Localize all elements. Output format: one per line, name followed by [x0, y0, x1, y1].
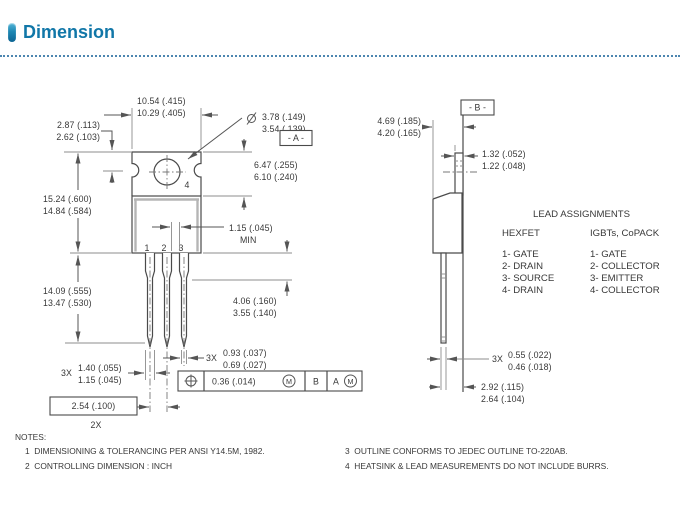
dim-hole-dia-line2: 3.54 (.139) [262, 124, 306, 134]
side-lead [440, 252, 447, 344]
dim-pitch-value: 2.54 (.100) [72, 401, 116, 411]
pin-2-label: 2 [162, 243, 167, 253]
dim-hole-offset-line1: 2.87 (.113) [57, 120, 100, 130]
note-3: 3 OUTLINE CONFORMS TO JEDEC OUTLINE TO-2… [345, 446, 568, 456]
diameter-symbol-icon [246, 112, 257, 125]
front-dim-hole-offset: 2.87 (.113) 2.62 (.103) [56, 120, 131, 183]
pin-4-label: 4 [185, 180, 190, 190]
hexfet-item: 4- DRAIN [502, 285, 543, 296]
lead-assignments: LEAD ASSIGNMENTS HEXFET IGBTs, CoPACK 1-… [502, 209, 660, 296]
position-tolerance-icon [184, 374, 198, 388]
side-body [432, 192, 463, 254]
feature-control-frame: 0.36 (.014) M B A M [177, 370, 363, 392]
igbt-item: 2- COLLECTOR [590, 261, 660, 272]
notes: NOTES: 1 DIMENSIONING & TOLERANCING PER … [15, 432, 609, 471]
dim-hole-dia-line1: 3.78 (.149) [262, 112, 306, 122]
svg-text:M: M [348, 377, 354, 386]
front-dim-lead-length: 14.09 (.555) 13.47 (.530) [43, 255, 145, 344]
igbt-item: 3- EMITTER [590, 273, 643, 284]
dim-lead-thickness-qty: 3X [492, 354, 503, 364]
dim-lead-wide-qty: 3X [61, 368, 72, 378]
side-dim-tab-thickness: 1.32 (.052) 1.22 (.048) [441, 145, 526, 171]
fcf-datum-a: A [333, 377, 339, 387]
dim-tab-thickness-line1: 1.32 (.052) [482, 149, 526, 159]
dim-lead-thickness-line1: 0.55 (.022) [508, 350, 552, 360]
dim-shoulder-line1: 4.06 (.160) [233, 296, 277, 306]
side-dim-thickness: 4.69 (.185) 4.20 (.165) [377, 116, 476, 138]
lead-assignments-title: LEAD ASSIGNMENTS [533, 209, 630, 220]
dim-lead-wide-line2: 1.15 (.045) [78, 375, 122, 385]
side-dim-lead-thickness: 3X 0.55 (.022) 0.46 (.018) [427, 350, 552, 372]
datum-b-label: - B - [469, 103, 486, 113]
side-tab [454, 152, 464, 196]
dim-hole-offset-line2: 2.62 (.103) [56, 132, 100, 142]
front-dim-width: 10.54 (.415) 10.29 (.405) [104, 96, 218, 149]
datum-b-flag: - B - [460, 99, 495, 116]
front-dim-hole-dia: 3.78 (.149) 3.54 (.139) [187, 112, 306, 160]
hexfet-header: HEXFET [502, 228, 540, 239]
igbt-item: 1- GATE [590, 249, 627, 260]
material-condition-icon: M [344, 374, 357, 388]
dim-lead-length-line2: 13.47 (.530) [43, 298, 92, 308]
dim-lead-gap-line1: 1.15 (.045) [229, 223, 273, 233]
section-header: Dimension [8, 22, 115, 43]
dim-lead-offset-line2: 2.64 (.104) [481, 394, 525, 404]
note-2: 2 CONTROLLING DIMENSION : INCH [25, 461, 172, 471]
dim-lead-thickness-line2: 0.46 (.018) [508, 362, 552, 372]
svg-text:M: M [286, 377, 292, 386]
notes-label: NOTES: [15, 432, 46, 442]
dim-tab-thickness-line2: 1.22 (.048) [482, 161, 526, 171]
front-dim-shoulder: 4.06 (.160) 3.55 (.140) [192, 240, 292, 318]
dim-shoulder-line2: 3.55 (.140) [233, 308, 277, 318]
dim-lead-narrow-line2: 0.69 (.027) [223, 360, 267, 370]
dim-pitch-qty: 2X [91, 420, 102, 430]
dim-lead-gap-line2: MIN [240, 235, 256, 245]
pin-3-label: 3 [179, 243, 184, 253]
igbt-header: IGBTs, CoPACK [590, 228, 660, 239]
dim-width-line1: 10.54 (.415) [137, 96, 186, 106]
dim-thickness-line2: 4.20 (.165) [377, 128, 421, 138]
side-dim-lead-offset: 2.92 (.115) 2.64 (.104) [429, 382, 525, 404]
side-view: - B - [432, 99, 495, 392]
front-dim-lead-gap: 1.15 (.045) MIN [152, 222, 273, 251]
material-condition-icon: M [282, 374, 296, 388]
dim-lead-wide-line1: 1.40 (.055) [78, 363, 122, 373]
fcf-datum-b: B [313, 377, 319, 387]
package-body [131, 195, 202, 254]
front-dim-tab-height: 6.47 (.255) 6.10 (.240) [203, 139, 298, 210]
dim-thickness-line1: 4.69 (.185) [377, 116, 421, 126]
dim-total-height-line2: 14.84 (.584) [43, 206, 92, 216]
dim-lead-narrow-line1: 0.93 (.037) [223, 348, 267, 358]
dim-width-line2: 10.29 (.405) [137, 108, 186, 118]
front-dim-total-height: 15.24 (.600) 14.84 (.584) [43, 153, 131, 254]
hexfet-item: 1- GATE [502, 249, 539, 260]
dim-tab-height-line1: 6.47 (.255) [254, 160, 298, 170]
fcf-tolerance: 0.36 (.014) [212, 377, 256, 387]
igbt-item: 4- COLLECTOR [590, 285, 660, 296]
dim-lead-narrow-qty: 3X [206, 353, 217, 363]
page-title: Dimension [23, 22, 116, 42]
datum-a-label: - A - [288, 133, 304, 143]
section-bullet-icon [8, 23, 16, 42]
front-dim-lead-narrow: 3X 0.93 (.037) 0.69 (.027) [163, 348, 267, 370]
note-1: 1 DIMENSIONING & TOLERANCING PER ANSI Y1… [25, 446, 265, 456]
dim-lead-length-line1: 14.09 (.555) [43, 286, 92, 296]
dim-tab-height-line2: 6.10 (.240) [254, 172, 298, 182]
hexfet-item: 3- SOURCE [502, 273, 554, 284]
pin-1-label: 1 [145, 243, 150, 253]
datum-a-flag: - A - [279, 129, 313, 147]
front-dim-lead-wide: 3X 1.40 (.055) 1.15 (.045) [61, 350, 170, 385]
dim-lead-offset-line1: 2.92 (.115) [481, 382, 524, 392]
note-4: 4 HEATSINK & LEAD MEASUREMENTS DO NOT IN… [345, 461, 609, 471]
dotted-separator [0, 55, 680, 57]
dim-total-height-line1: 15.24 (.600) [43, 194, 92, 204]
front-dim-pitch: 2.54 (.100) 2X [49, 396, 180, 430]
hexfet-item: 2- DRAIN [502, 261, 543, 272]
